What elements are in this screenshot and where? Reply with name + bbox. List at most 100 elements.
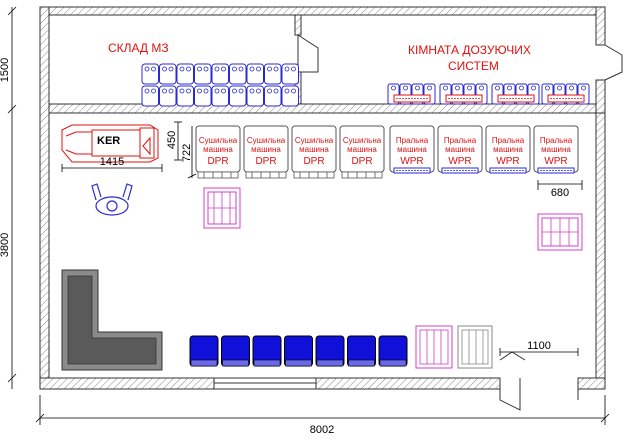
storage-barrel — [264, 85, 282, 107]
ironer: KER — [61, 124, 159, 163]
partition-top — [294, 14, 302, 36]
machine-code: DPR — [303, 156, 324, 167]
dosing-room-label-line1: КІМНАТА ДОЗУЮЧИХ — [408, 43, 531, 57]
machine-name-line1: Пральна — [540, 136, 573, 145]
blue-chair — [378, 335, 408, 367]
right-upper-door — [604, 44, 623, 81]
machine-name-line2: машина — [251, 145, 281, 154]
machine-name-line1: Пральна — [444, 136, 477, 145]
machine-name-line1: Сушильна — [247, 136, 286, 145]
left-wall — [39, 6, 50, 390]
machine-name-line2: машина — [541, 145, 571, 154]
storage-barrel — [211, 63, 229, 85]
machine-name-line2: машина — [299, 145, 329, 154]
warehouse-label: СКЛАД МЗ — [108, 41, 169, 55]
dim-dryer-depth: 722 — [181, 144, 193, 162]
top-wall — [39, 6, 606, 16]
blue-chair — [284, 335, 313, 367]
machine-name-line2: машина — [493, 145, 523, 154]
storage-barrel — [159, 63, 177, 85]
machine-name-line1: Сушильна — [343, 136, 382, 145]
dim-top-room-height: 1500 — [0, 58, 11, 82]
dosing-system — [439, 83, 488, 105]
blue-chair — [221, 335, 250, 367]
storage-barrel — [194, 85, 212, 107]
machine-name-line2: машина — [203, 145, 233, 154]
storage-barrel — [281, 85, 299, 107]
storage-barrel — [176, 63, 194, 85]
right-wall-bottom — [595, 112, 606, 390]
right-wall-top — [595, 6, 606, 46]
dimension-lines — [7, 6, 610, 425]
storage-barrel — [229, 85, 247, 107]
storage-barrel — [176, 85, 194, 107]
blue-chair — [252, 335, 282, 367]
bottom-wall-left — [39, 377, 215, 390]
dosing-system — [541, 83, 590, 105]
dosing-room-label-line2: СИСТЕМ — [448, 59, 499, 73]
machine-code: DPR — [207, 156, 228, 167]
machine-code: WPR — [400, 156, 423, 167]
storage-barrel — [264, 63, 282, 85]
storage-barrel — [141, 85, 159, 107]
ironer-label: KER — [97, 135, 120, 147]
sorting-table-right — [537, 213, 583, 251]
storage-barrel — [281, 63, 299, 85]
washers: ПральнамашинаWPRПральнамашинаWPRПральнам… — [389, 125, 579, 174]
dim-washer-width: 680 — [551, 187, 569, 199]
dosing-system — [387, 83, 436, 105]
machine-name-line2: машина — [397, 145, 427, 154]
storage-barrel — [246, 85, 264, 107]
laundry-cart-2 — [457, 325, 493, 369]
dryers: СушильнамашинаDPRСушильнамашинаDPRСушиль… — [195, 125, 385, 179]
dosing-system — [491, 83, 540, 105]
machine-code: WPR — [544, 156, 567, 167]
dim-ironer-depth: 450 — [166, 131, 178, 149]
dim-main-room-height: 3800 — [0, 233, 11, 257]
machine-code: WPR — [496, 156, 519, 167]
bottom-wall-mid — [315, 377, 501, 390]
storage-barrel — [159, 85, 177, 107]
machine-name-line1: Сушильна — [199, 136, 238, 145]
bottom-door — [499, 378, 521, 411]
blue-chair — [347, 335, 376, 367]
sorting-table-left — [203, 187, 241, 229]
warehouse-barrels — [141, 63, 299, 107]
dim-door-width: 1100 — [527, 340, 551, 352]
dim-total-width: 8002 — [310, 424, 334, 436]
storage-barrel — [194, 63, 212, 85]
machine-name-line1: Пральна — [492, 136, 525, 145]
blue-chairs — [189, 335, 408, 367]
machine-name-line1: Пральна — [396, 136, 429, 145]
partition-door — [297, 34, 319, 73]
right-wall-mid — [595, 79, 606, 114]
machine-name-line2: машина — [445, 145, 475, 154]
storage-barrel — [246, 63, 264, 85]
blue-chair — [189, 335, 219, 367]
machine-code: DPR — [351, 156, 372, 167]
storage-barrel — [141, 63, 159, 85]
blue-chair — [315, 335, 345, 367]
laundry-cart-1 — [415, 325, 453, 369]
walls — [39, 6, 606, 390]
machine-name-line2: машина — [347, 145, 377, 154]
l-shaped-counter — [61, 269, 163, 371]
bottom-wall-right — [577, 377, 606, 390]
machine-name-line1: Сушильна — [295, 136, 334, 145]
storage-barrel — [211, 85, 229, 107]
dosing-containers — [387, 83, 590, 105]
dim-ironer-width: 1415 — [100, 156, 124, 168]
middle-wall — [39, 103, 606, 114]
machine-code: DPR — [255, 156, 276, 167]
machine-code: WPR — [448, 156, 471, 167]
worker-figure — [91, 183, 133, 216]
